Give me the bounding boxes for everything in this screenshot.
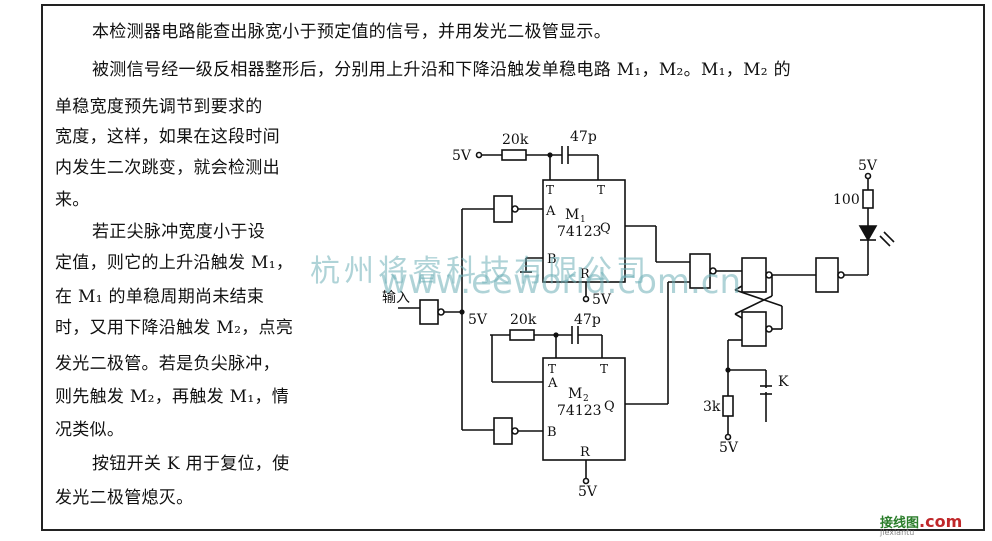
m2-pin-q: Q [604, 399, 615, 414]
paragraph-2-line-2: 单稳宽度预先调节到要求的 [55, 97, 263, 117]
m2-name-sub: 2 [583, 394, 589, 404]
paragraph-4-line-2: 发光二极管熄灭。 [55, 488, 194, 508]
vcc-terminal-top [475, 151, 483, 159]
m1-name-sub: 1 [580, 215, 586, 225]
inverter-b2 [493, 417, 513, 445]
paragraph-3-line-6: 则先触发 M₂，再触发 M₁，情 [55, 387, 290, 407]
paragraph-3-line-7: 况类似。 [55, 420, 125, 440]
resistor-20k-bottom [509, 329, 535, 341]
logo-com: .com [919, 512, 963, 531]
m2-name: M [568, 386, 582, 402]
paragraph-2-line-4: 内发生二次跳变，就会检测出 [55, 158, 280, 178]
figure-frame [41, 4, 985, 531]
paragraph-4-line-1: 按钮开关 K 用于复位，使 [92, 454, 290, 474]
paragraph-3-line-2: 定值，则它的上升沿触发 M₁， [55, 253, 294, 273]
m1-pin-r: R [580, 267, 591, 282]
m2-ic: 74123 [557, 403, 602, 419]
latch-gate-bottom [741, 311, 767, 347]
m1-pin-t1: T [597, 183, 605, 197]
paragraph-3-line-5: 发光二极管。若是负尖脉冲， [55, 354, 280, 374]
m1-pin-b: B [547, 252, 557, 267]
label-5v-m1: 5V [592, 292, 612, 308]
output-inverter [815, 257, 839, 293]
input-inverter [419, 299, 439, 325]
resistor-20k-top [501, 149, 527, 161]
paragraph-3-line-4: 时，又用下降沿触发 M₂，点亮 [55, 318, 294, 338]
label-5v-mid: 5V [468, 312, 488, 328]
m1-pin-t2: T [546, 183, 554, 197]
label-switch-k: K [778, 374, 789, 390]
label-r1: 20k [502, 132, 529, 148]
label-input: 输入 [382, 290, 410, 306]
inverter-a1 [493, 195, 513, 223]
monostable-m2-box [542, 357, 626, 461]
latch-gate-top [741, 257, 767, 293]
m2-pin-a: A [547, 376, 558, 391]
site-logo: 接线图.com jiexiantu [880, 512, 962, 537]
watermark-company: 杭州将睿科技有限公司 [310, 254, 650, 289]
paragraph-3-line-1: 若正尖脉冲宽度小于设 [92, 222, 265, 242]
paragraph-2-line-5: 来。 [55, 190, 90, 210]
label-r100: 100 [833, 192, 860, 208]
label-5v-led: 5V [858, 158, 878, 174]
label-r3k: 3k [703, 399, 721, 415]
label-5v-reset: 5V [719, 440, 739, 456]
monostable-m1-box [542, 179, 626, 283]
watermark-url: www.eeworld.com.cn [380, 262, 742, 302]
label-c2: 47p [574, 312, 601, 328]
m1-name: M [565, 207, 579, 223]
logo-sub: jiexiantu [880, 528, 915, 537]
paragraph-2-line-1: 被测信号经一级反相器整形后，分别用上升沿和下降沿触发单稳电路 M₁，M₂。M₁，… [92, 60, 791, 80]
label-5v-top: 5V [452, 148, 472, 164]
resistor-3k [722, 395, 734, 417]
m1-pin-a: A [545, 204, 556, 219]
m2-pin-b: B [547, 425, 557, 440]
m2-pin-t2: T [548, 362, 556, 376]
label-c1: 47p [570, 129, 597, 145]
label-r2: 20k [510, 312, 537, 328]
label-5v-m2: 5V [578, 484, 598, 500]
paragraph-2-line-3: 宽度，这样，如果在这段时间 [55, 127, 280, 147]
led-symbol [858, 225, 878, 242]
m1-ic: 74123 [557, 224, 602, 240]
m2-pin-r: R [580, 445, 591, 460]
m2-pin-t1: T [600, 362, 608, 376]
logo-cn: 接线图 [880, 516, 920, 531]
paragraph-1: 本检测器电路能查出脉宽小于预定值的信号，并用发光二极管显示。 [92, 22, 611, 42]
resistor-100 [862, 189, 874, 209]
paragraph-3-line-3: 在 M₁ 的单稳周期尚未结束 [55, 287, 265, 307]
m1-pin-q: Q [600, 221, 611, 236]
